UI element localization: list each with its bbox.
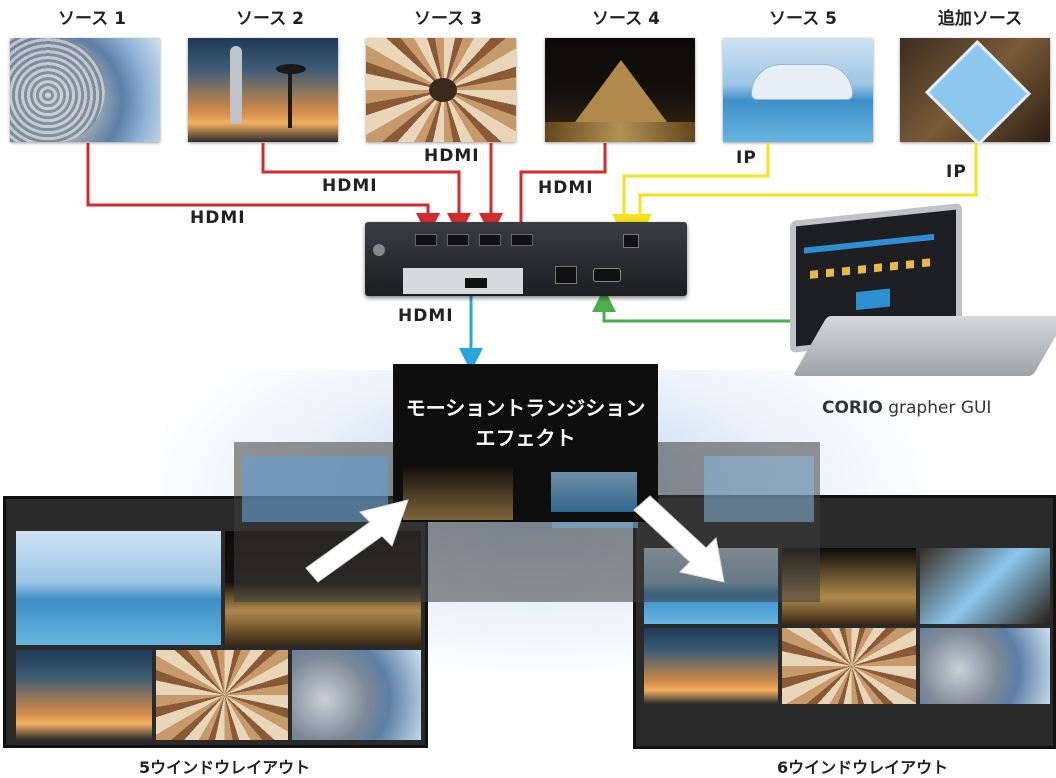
control-line: [592, 288, 800, 323]
six-window-layout-label: 6ウインドウレイアウト: [777, 758, 949, 777]
left-window-4: [156, 650, 288, 740]
ip-line-source-5: [612, 143, 770, 238]
left-window-1: [16, 531, 221, 645]
source-5-thumbnail: [723, 38, 873, 142]
software-name: grapher GUI: [888, 398, 992, 418]
right-window-4: [644, 628, 778, 704]
motion-transition-box: モーショントランジション エフェクト: [393, 364, 658, 522]
source-3-label: ソース 3: [414, 9, 482, 29]
left-window-5: [292, 650, 421, 740]
source-1-label: ソース 1: [58, 9, 126, 29]
source-5-label: ソース 5: [769, 9, 837, 29]
hdmi-label-3: HDMI: [424, 146, 480, 166]
source-4-label: ソース 4: [592, 9, 660, 29]
hdmi-line-source-4: [519, 143, 607, 228]
video-processor-device: [365, 222, 687, 296]
right-window-6: [920, 628, 1050, 704]
extra-source-label: 追加ソース: [937, 9, 1023, 29]
hdmi-output-label: HDMI: [398, 306, 454, 326]
right-display: [633, 495, 1056, 749]
extra-source-thumbnail: [900, 38, 1050, 147]
effect-title-line1: モーショントランジション: [405, 396, 646, 420]
hdmi-label-2: HDMI: [322, 176, 378, 196]
source-2-thumbnail: [188, 38, 338, 142]
hdmi-label-4: HDMI: [538, 178, 594, 198]
left-window-3: [16, 650, 152, 740]
ip-line-extra-source: [628, 143, 978, 238]
hdmi-line-source-2: [261, 143, 471, 237]
right-window-5: [782, 628, 916, 704]
left-display: [3, 496, 428, 748]
source-1-thumbnail: [10, 38, 160, 142]
hdmi-label-1: HDMI: [190, 208, 246, 228]
source-2-label: ソース 2: [236, 9, 304, 29]
arrow-to-effect-icon: [305, 499, 409, 583]
ip-label-2: IP: [946, 162, 967, 182]
five-window-layout-label: 5ウインドウレイアウト: [139, 758, 311, 777]
software-brand: CORIO: [822, 398, 883, 418]
software-label: CORIO grapher GUI: [822, 398, 991, 418]
ip-label-1: IP: [736, 148, 757, 168]
arrow-from-effect-icon: [633, 495, 725, 583]
source-4-thumbnail: [545, 38, 695, 142]
right-window-3: [920, 548, 1050, 624]
effect-title-line2: エフェクト: [475, 426, 576, 450]
source-3-thumbnail: [366, 38, 516, 142]
hdmi-line-source-1: [86, 143, 440, 237]
